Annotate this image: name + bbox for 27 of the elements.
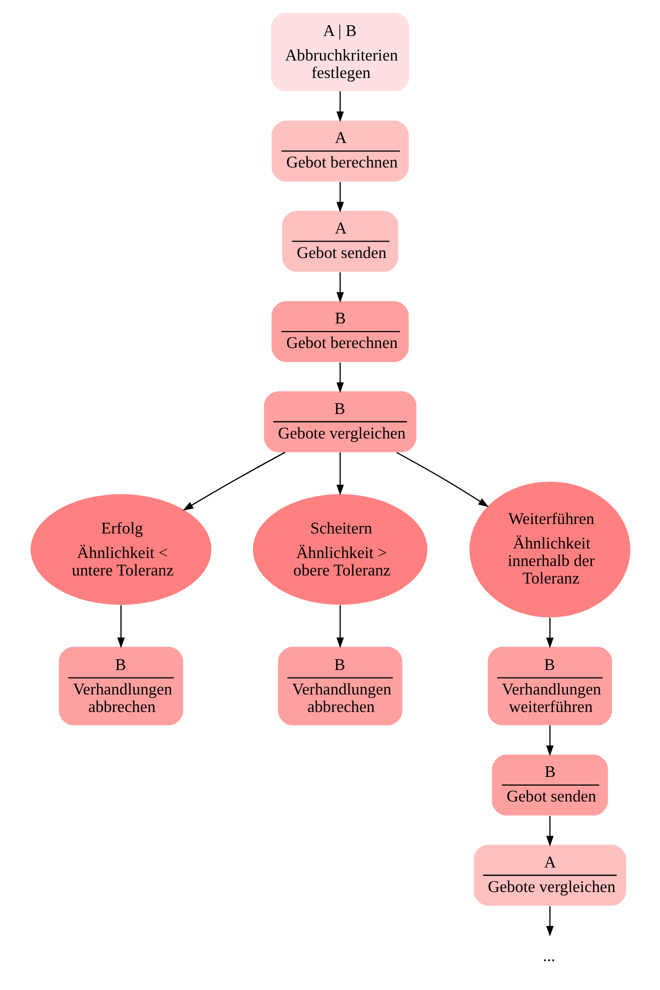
node-ellipse: Weiterführen Ähnlichkeit innerhalb der Toleranz [468,482,630,618]
node-box: B Gebot senden [491,754,608,816]
node-ellipse: Erfolg Ähnlichkeit < untere Toleranz [30,494,211,605]
arrow [336,605,344,648]
node-box: A Gebote vergleichen [473,844,626,906]
arrow [546,725,554,756]
node-box: B Verhandlungen abbrechen [278,646,402,726]
node-ellipse: Scheitern Ähnlichkeit > obere Toleranz [252,494,427,605]
arrow [116,605,124,648]
arrow [546,816,554,846]
arrow [336,362,344,393]
node-box: B Verhandlungen abbrechen [58,646,183,726]
node-box: A Gebot senden [282,210,398,272]
node-box: B Verhandlungen weiterführen [487,646,612,726]
arrow [546,618,554,648]
node-text: ... [542,946,555,966]
arrow [546,906,554,937]
node-box: A | B Abbruchkriterien festlegen [270,12,409,92]
arrow [336,452,344,496]
node-box: B Gebote vergleichen [263,391,416,452]
node-box: A Gebot berechnen [271,120,408,182]
arrow [182,452,285,511]
arrow [336,91,344,122]
node-box: B Gebot berechnen [271,301,408,362]
arrow [336,272,344,303]
arrow [336,182,344,212]
arrow [396,452,488,508]
